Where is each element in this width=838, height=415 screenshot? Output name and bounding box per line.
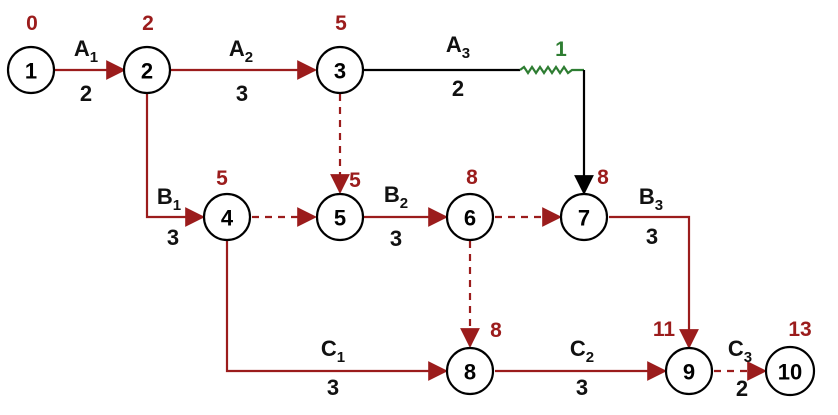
node-3-circle — [315, 45, 365, 95]
activity-c2-label: C2 — [570, 336, 594, 366]
node-10-circle — [764, 345, 816, 397]
activity-b3-duration: 3 — [646, 224, 658, 249]
activity-b2-duration: 3 — [390, 226, 402, 251]
node-4-label: 4 — [221, 206, 234, 231]
node-2: 2 2 — [122, 12, 172, 95]
node-6-label: 6 — [464, 206, 476, 231]
node-3: 3 5 — [315, 12, 365, 95]
edge-c1 — [225, 241, 448, 381]
activity-a3-label: A3 — [446, 32, 470, 62]
float-zigzag — [519, 65, 584, 75]
activity-b1-duration: 3 — [167, 225, 179, 250]
activity-b2-label: B2 — [384, 182, 408, 212]
activity-c3-duration: 2 — [736, 376, 748, 401]
activity-a1-duration: 2 — [80, 81, 92, 106]
node-9-circle — [664, 346, 714, 396]
node-2-circle — [122, 45, 172, 95]
activity-c3-label: C3 — [728, 336, 752, 366]
node-5-circle — [315, 192, 365, 242]
node-1-label: 1 — [25, 59, 37, 84]
node-3-label: 3 — [334, 59, 346, 84]
node-4: 4 5 — [202, 167, 252, 242]
float-label: 1 — [555, 38, 567, 61]
node-6-circle — [445, 192, 495, 242]
node-1-circle — [6, 45, 56, 95]
node-7-label: 7 — [578, 206, 590, 231]
activity-a2-duration: 3 — [236, 81, 248, 106]
activity-c1-label: C1 — [321, 336, 345, 366]
node-2-label: 2 — [141, 59, 153, 84]
activity-b1-label: B1 — [157, 184, 181, 214]
node-9-label: 9 — [683, 360, 695, 385]
node-1: 1 0 — [6, 12, 56, 95]
edge-b3 — [609, 215, 699, 349]
activity-a1-label: A1 — [74, 36, 98, 66]
activity-c2-duration: 3 — [576, 375, 588, 400]
node-9: 9 11 — [653, 318, 714, 396]
edge-b1 — [145, 94, 205, 227]
activity-c1-duration: 3 — [327, 375, 339, 400]
node-5-time: 5 — [349, 169, 361, 192]
node-5: 5 5 — [315, 169, 365, 242]
node-7-circle — [559, 192, 609, 242]
activity-b3-label: B3 — [639, 184, 663, 214]
node-10-time: 13 — [788, 318, 811, 341]
activity-labels: A1 2 A2 3 A3 2 1 B1 3 B2 3 B3 3 C1 3 C2 … — [74, 32, 752, 401]
node-7-time: 8 — [597, 166, 609, 189]
node-8-circle — [445, 346, 495, 396]
node-4-time: 5 — [216, 167, 228, 190]
node-6: 6 8 — [445, 166, 495, 242]
node-9-time: 11 — [653, 318, 676, 341]
node-7: 7 8 — [559, 166, 609, 242]
node-10: 10 13 — [764, 318, 816, 397]
node-5-label: 5 — [334, 206, 346, 231]
activity-a2-label: A2 — [229, 36, 253, 66]
node-1-time: 0 — [26, 12, 38, 35]
node-2-time: 2 — [142, 12, 154, 35]
activity-a3-duration: 2 — [452, 76, 464, 101]
node-10-label: 10 — [778, 360, 802, 385]
node-4-circle — [202, 192, 252, 242]
nodes: 1 0 2 2 3 5 4 5 5 5 6 8 7 — [6, 12, 816, 397]
edges — [54, 60, 767, 381]
node-6-time: 8 — [466, 166, 478, 189]
node-3-time: 5 — [335, 12, 347, 35]
node-8-time: 8 — [490, 319, 502, 342]
node-8-label: 8 — [464, 360, 476, 385]
node-8: 8 8 — [445, 319, 502, 396]
